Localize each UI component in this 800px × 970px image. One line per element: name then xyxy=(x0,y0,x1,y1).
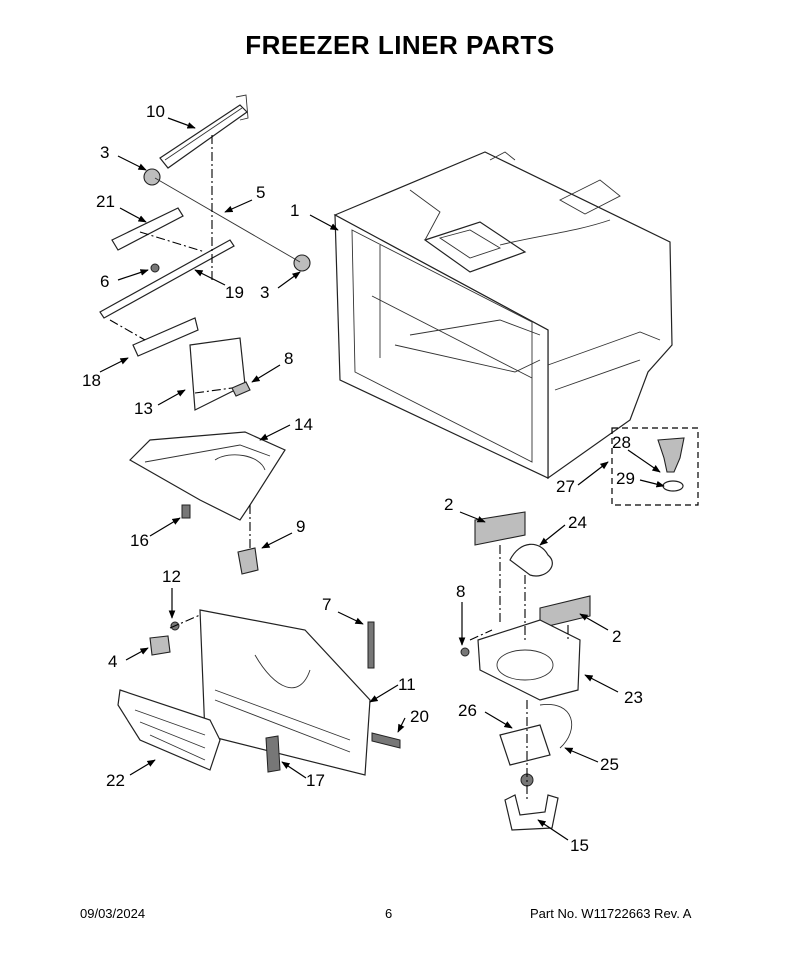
callout-23: 23 xyxy=(624,688,643,707)
washer-29 xyxy=(662,480,684,492)
callout-20: 20 xyxy=(410,707,429,726)
callout-28: 28 xyxy=(612,433,631,452)
callout-21: 21 xyxy=(96,192,115,211)
callout-12: 12 xyxy=(162,567,181,586)
callout-13: 13 xyxy=(134,399,153,418)
footer-page-number: 6 xyxy=(385,906,393,921)
callout-3-bottom: 3 xyxy=(260,283,269,302)
callout-8-right: 8 xyxy=(456,582,465,601)
callout-4: 4 xyxy=(108,652,117,671)
callout-24: 24 xyxy=(568,513,587,532)
footer-part-number: Part No. W11722663 Rev. A xyxy=(530,906,692,921)
callout-2-right: 2 xyxy=(612,627,621,646)
spacer-8 xyxy=(231,381,251,397)
callout-15: 15 xyxy=(570,836,589,855)
callout-2-top: 2 xyxy=(444,495,453,514)
rail-assembly xyxy=(159,94,249,169)
bracket-13 xyxy=(189,337,246,411)
fan-motor-26 xyxy=(499,724,551,766)
foam-2-top xyxy=(474,511,526,546)
callout-29: 29 xyxy=(616,469,635,488)
callout-14: 14 xyxy=(294,415,313,434)
callout-27: 27 xyxy=(556,477,575,496)
footer-date: 09/03/2024 xyxy=(80,906,146,921)
callout-11: 11 xyxy=(398,675,416,694)
motor-bracket-15 xyxy=(504,794,559,831)
probe-7 xyxy=(367,621,375,669)
gear-top xyxy=(143,168,161,186)
callout-18: 18 xyxy=(82,371,101,390)
screw-8-right xyxy=(460,647,470,657)
slide-19 xyxy=(99,239,235,319)
grille-22 xyxy=(117,689,221,771)
callout-17: 17 xyxy=(306,771,325,790)
bracket-21 xyxy=(111,207,184,251)
callout-10: 10 xyxy=(146,102,165,121)
freezer-liner xyxy=(333,151,673,480)
callout-3-top: 3 xyxy=(100,143,109,162)
callout-26: 26 xyxy=(458,701,477,720)
screw-6 xyxy=(150,263,160,273)
rod xyxy=(154,177,301,263)
tray-14 xyxy=(129,431,286,521)
bracket-18 xyxy=(132,317,199,357)
fan-shroud-23 xyxy=(477,619,581,701)
callout-6: 6 xyxy=(100,272,109,291)
callout-5: 5 xyxy=(256,183,265,202)
fan-shroud-ring xyxy=(496,649,554,681)
fan-blade-24 xyxy=(509,543,553,577)
gear-bottom xyxy=(293,254,311,272)
cap-9 xyxy=(237,547,259,575)
callout-7: 7 xyxy=(322,595,331,614)
callout-25: 25 xyxy=(600,755,619,774)
callout-9: 9 xyxy=(296,517,305,536)
strip-20 xyxy=(371,732,401,749)
clip-17 xyxy=(265,735,281,773)
wire-harness-25 xyxy=(539,704,573,749)
part-27-box xyxy=(611,427,699,506)
mount-4 xyxy=(149,635,171,656)
panel-11 xyxy=(199,609,371,776)
page-title: FREEZER LINER PARTS xyxy=(245,30,555,60)
callout-22: 22 xyxy=(106,771,125,790)
callout-19: 19 xyxy=(225,283,244,302)
bumper-16 xyxy=(181,504,191,519)
callout-8-left: 8 xyxy=(284,349,293,368)
callout-16: 16 xyxy=(130,531,149,550)
valve-28 xyxy=(657,437,685,473)
callout-1: 1 xyxy=(290,201,299,220)
